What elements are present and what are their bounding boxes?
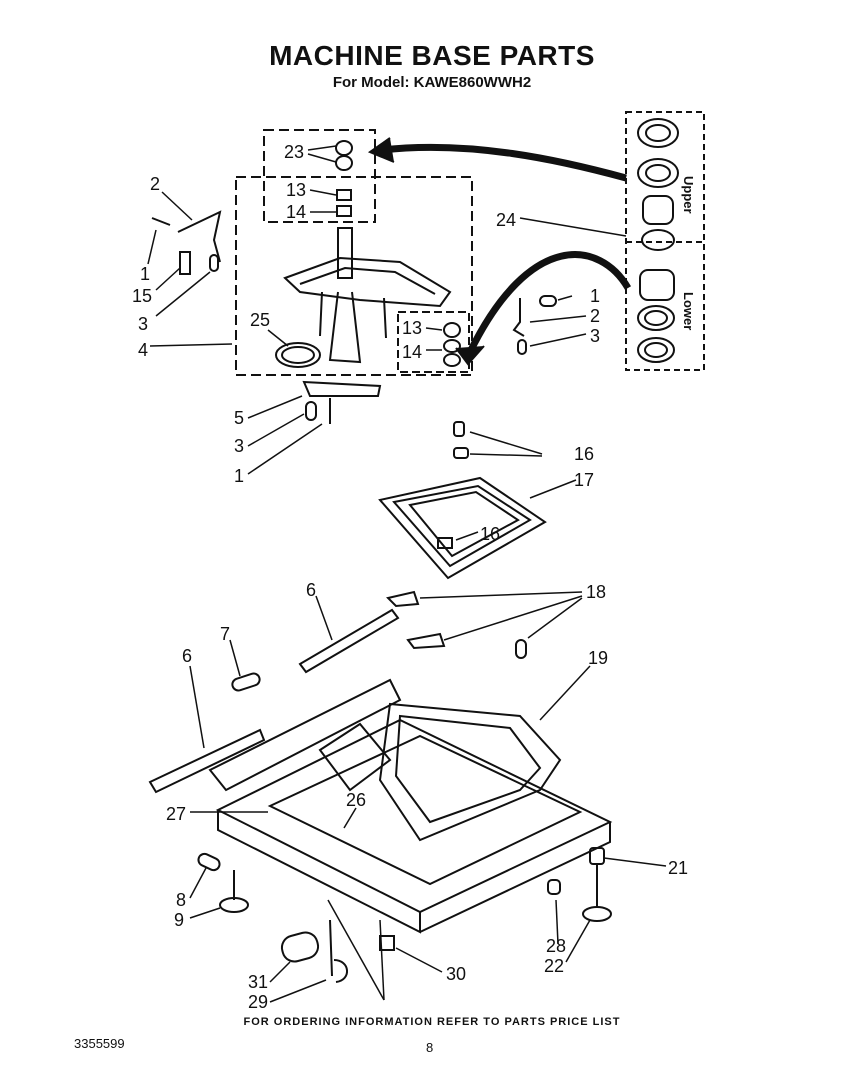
callout-22: 22 — [544, 956, 564, 976]
page-number: 8 — [426, 1040, 434, 1055]
feet-and-hardware — [197, 847, 612, 983]
transmission-box — [235, 176, 473, 376]
left-hardware — [151, 210, 222, 275]
callout-15: 15 — [132, 286, 152, 306]
lower-label: Lower — [681, 292, 696, 330]
callout-2: 2 — [590, 306, 600, 326]
callout-1: 1 — [234, 466, 244, 486]
tub-support-frame — [378, 421, 547, 580]
machine-base — [208, 678, 613, 934]
ordering-note: FOR ORDERING INFORMATION REFER TO PARTS … — [243, 1016, 621, 1028]
callout-30: 30 — [446, 964, 466, 984]
callout-3: 3 — [234, 436, 244, 456]
bearing-stack — [335, 140, 353, 217]
clips — [386, 590, 527, 659]
upper-label: Upper — [681, 176, 696, 214]
callout-1: 1 — [140, 264, 150, 284]
upper-bearing-set — [637, 118, 679, 251]
callout-3: 3 — [138, 314, 148, 334]
callout-18: 18 — [586, 582, 606, 602]
callout-13: 13 — [402, 318, 422, 338]
callout-1: 1 — [590, 286, 600, 306]
lower-bearing-set — [637, 269, 675, 363]
seal-stack — [443, 322, 461, 367]
callout-6: 6 — [182, 646, 192, 666]
callout-27: 27 — [166, 804, 186, 824]
upper-arrow — [381, 143, 627, 182]
callout-28: 28 — [546, 936, 566, 956]
lower-arrow — [466, 251, 632, 354]
callout-25: 25 — [250, 310, 270, 330]
callout-26: 26 — [346, 790, 366, 810]
callout-9: 9 — [174, 910, 184, 930]
callout-24: 24 — [496, 210, 516, 230]
callout-5: 5 — [234, 408, 244, 428]
callout-14: 14 — [286, 202, 306, 222]
callout-2: 2 — [150, 174, 160, 194]
callout-13: 13 — [286, 180, 306, 200]
page-title: MACHINE BASE PARTS — [269, 40, 595, 71]
transmission-part — [275, 227, 452, 368]
right-hardware — [512, 295, 557, 355]
callout-23: 23 — [284, 142, 304, 162]
callout-29: 29 — [248, 992, 268, 1012]
callout-4: 4 — [138, 340, 148, 360]
callout-8: 8 — [176, 890, 186, 910]
center-bracket — [302, 380, 382, 424]
seal-detail-box — [397, 311, 470, 373]
callout-17: 17 — [574, 470, 594, 490]
callout-7: 7 — [220, 624, 230, 644]
callout-16: 16 — [574, 444, 594, 464]
leader-lines — [147, 145, 667, 1003]
callout-16: 16 — [480, 524, 500, 544]
document-number: 3355599 — [74, 1036, 125, 1051]
callout-14: 14 — [402, 342, 422, 362]
side-rails — [148, 608, 400, 794]
callout-19: 19 — [588, 648, 608, 668]
callout-21: 21 — [668, 858, 688, 878]
model-subtitle: For Model: KAWE860WWH2 — [332, 74, 532, 91]
callout-3: 3 — [590, 326, 600, 346]
callout-31: 31 — [248, 972, 268, 992]
callout-6: 6 — [306, 580, 316, 600]
